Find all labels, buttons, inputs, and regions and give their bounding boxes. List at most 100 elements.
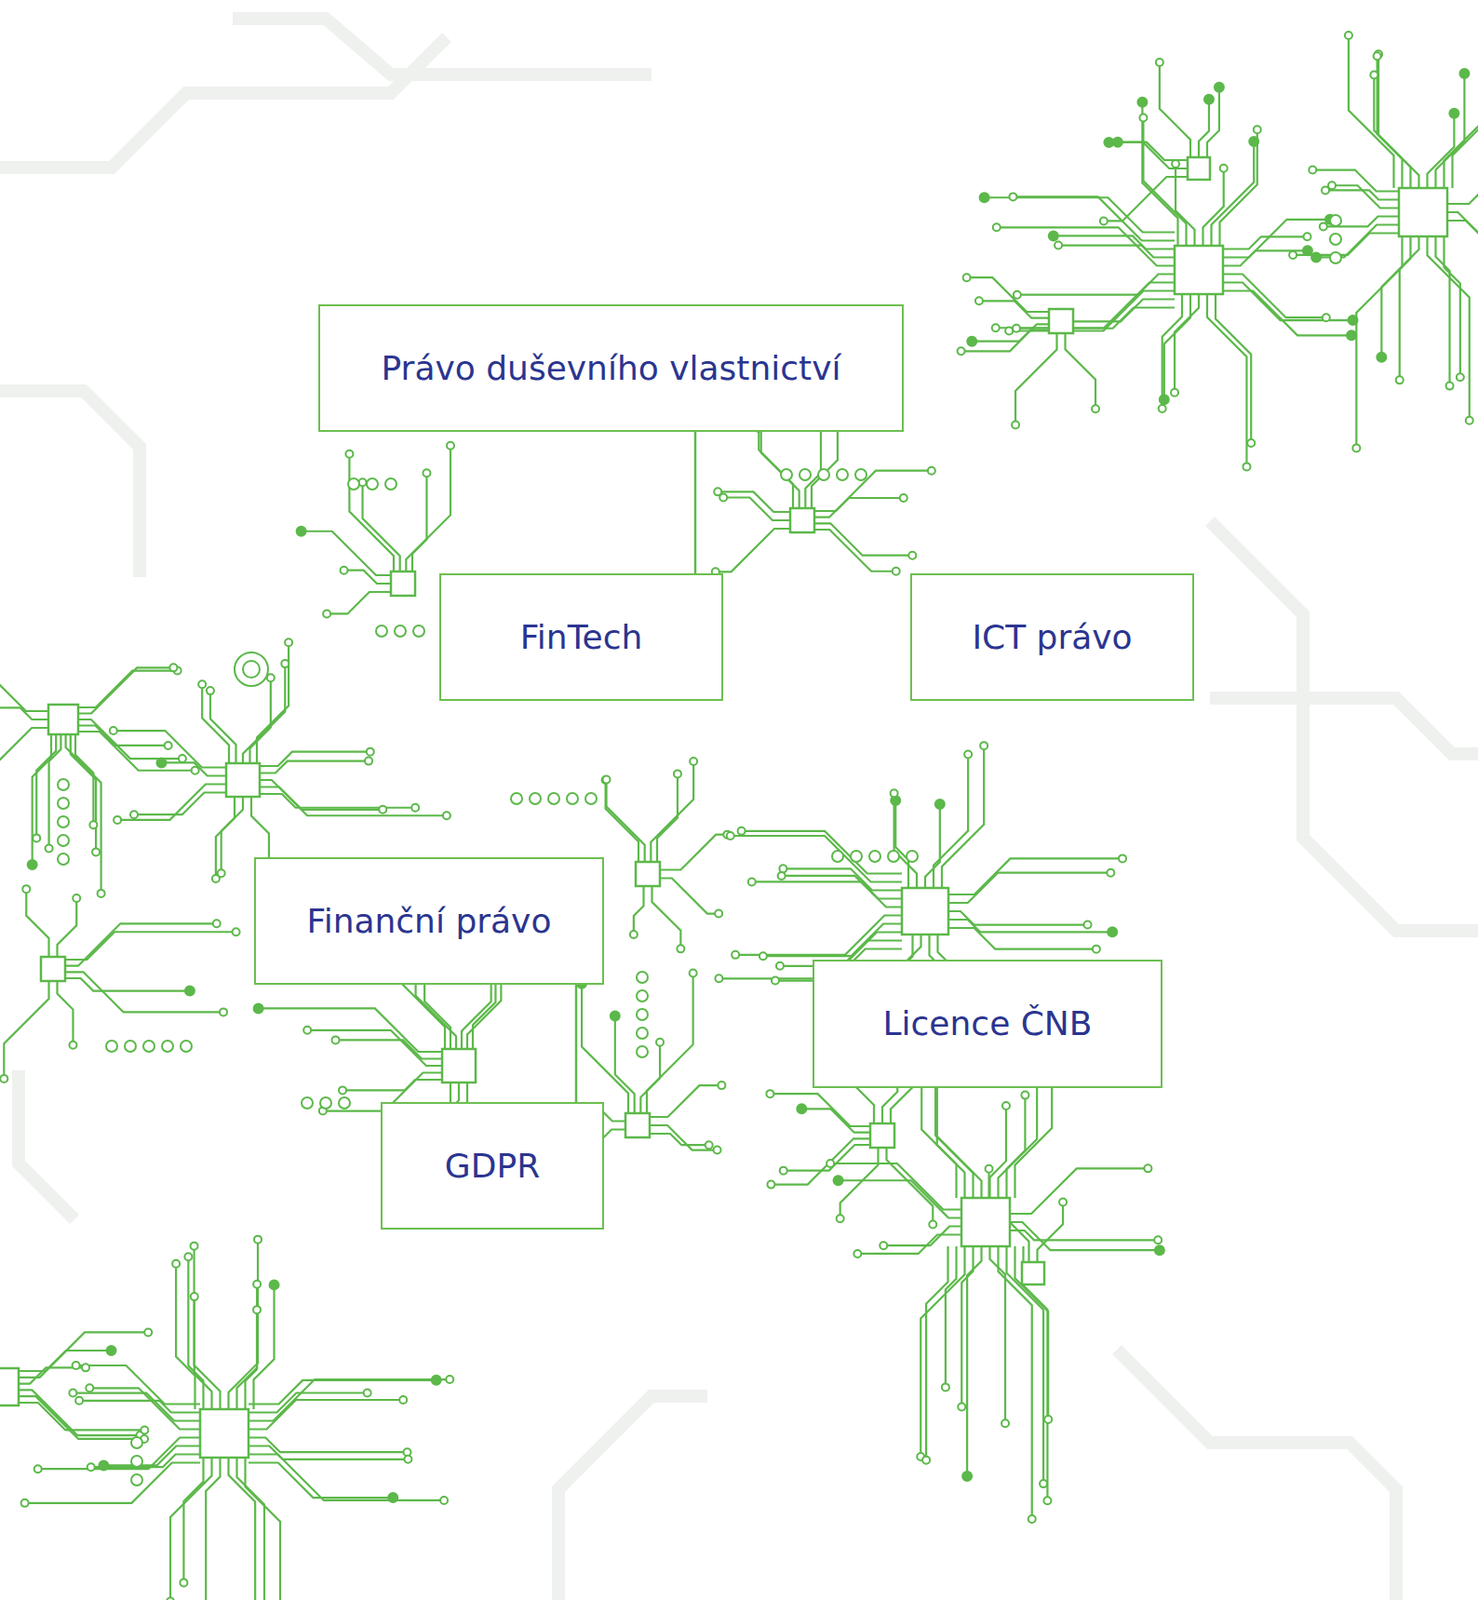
circuit-trace <box>3 980 49 1079</box>
pad-row <box>510 792 523 805</box>
solder-pad <box>726 832 735 840</box>
circuit-trace <box>741 831 902 874</box>
solder-pad <box>766 1181 775 1189</box>
circuit-trace <box>18 1331 148 1377</box>
circuit-trace <box>933 754 968 888</box>
chip-symbol <box>200 1409 249 1458</box>
circuit-trace <box>649 1125 718 1151</box>
solder-pad <box>776 962 784 970</box>
circuit-trace <box>1058 245 1175 258</box>
solder-pad <box>1084 921 1092 929</box>
circuit-trace <box>1220 129 1258 246</box>
solder-pad <box>927 467 936 475</box>
solder-pad <box>1303 245 1313 256</box>
solder-pad <box>713 1146 722 1155</box>
circuit-trace <box>941 745 984 888</box>
solder-pad <box>853 1249 861 1258</box>
solder-pad <box>900 494 908 502</box>
chip-symbol <box>790 508 815 533</box>
solder-pad <box>431 1375 442 1385</box>
solder-pad <box>363 1388 372 1397</box>
circuit-trace <box>1222 282 1354 322</box>
pad-row <box>180 1040 192 1052</box>
solder-pad <box>1396 376 1404 384</box>
solder-pad <box>166 1598 175 1600</box>
solder-pad <box>1220 164 1228 173</box>
circuit-trace <box>194 1246 221 1410</box>
circuit-trace <box>1103 176 1188 221</box>
pad-row <box>780 469 793 481</box>
solder-pad <box>254 1236 262 1244</box>
solder-pad <box>164 741 173 750</box>
solder-pad <box>890 789 899 797</box>
circuit-trace <box>650 761 694 862</box>
solder-pad <box>714 974 723 982</box>
solder-pad <box>1311 252 1321 262</box>
circuit-trace <box>633 886 645 935</box>
topic-box: FinTech <box>439 573 724 701</box>
circuit-traces <box>0 31 1478 1600</box>
solder-pad <box>1012 324 1021 333</box>
circuit-trace <box>251 796 269 862</box>
circuit-trace <box>990 1246 1007 1424</box>
circuit-trace <box>1427 113 1455 189</box>
solder-pad <box>179 1578 188 1586</box>
solder-pad <box>1107 927 1117 937</box>
circuit-trace <box>183 1457 203 1583</box>
solder-pad <box>217 869 226 877</box>
circuit-trace <box>659 834 727 871</box>
topic-label: FinTech <box>520 617 644 658</box>
pad-row <box>320 1097 332 1109</box>
circuit-trace <box>170 1457 212 1600</box>
pad-row <box>348 478 360 490</box>
circuit-trace <box>175 1263 195 1410</box>
solder-pad <box>345 450 353 458</box>
pad-row <box>131 1455 143 1467</box>
circuit-trace <box>66 734 102 894</box>
circuit-trace <box>301 531 391 576</box>
circuit-trace <box>1142 102 1178 246</box>
solder-pad <box>219 1007 228 1016</box>
chip-symbol <box>961 1197 1010 1247</box>
solder-pad <box>22 885 30 893</box>
solder-pad <box>1289 251 1297 259</box>
circuit-trace <box>248 1446 408 1460</box>
solder-pad <box>72 1361 81 1370</box>
circuit-trace <box>215 796 243 879</box>
circuit-trace <box>245 1309 258 1410</box>
solder-pad <box>1028 1515 1036 1523</box>
solder-pad <box>98 1460 108 1470</box>
solder-pad <box>213 919 221 928</box>
topic-box: Právo duševního vlastnictví <box>318 304 904 432</box>
solder-pad <box>796 1103 807 1114</box>
pad-row <box>57 816 69 828</box>
solder-pad <box>602 776 610 784</box>
circuit-trace <box>256 642 289 764</box>
pad-row <box>161 1040 174 1052</box>
background-trace <box>1116 1349 1397 1600</box>
solder-pad <box>422 469 430 477</box>
circuit-trace <box>652 886 682 949</box>
circuit-trace <box>18 1396 145 1439</box>
solder-pad <box>303 1026 311 1035</box>
circuit-trace <box>248 1463 393 1499</box>
solder-pad <box>296 526 307 537</box>
pad-row <box>1330 252 1342 264</box>
circuit-trace <box>1331 185 1399 208</box>
circuit-trace <box>248 1392 368 1412</box>
solder-pad <box>985 1165 994 1173</box>
solder-pad <box>403 1455 412 1464</box>
circuit-trace <box>830 1163 962 1210</box>
solder-pad <box>993 223 1001 231</box>
circuit-trace <box>781 875 902 908</box>
circuit-trace <box>65 971 224 1012</box>
solder-pad <box>713 487 722 496</box>
chip-symbol <box>1398 188 1448 237</box>
pad-row <box>636 1046 648 1058</box>
solder-pad <box>673 769 682 778</box>
solder-pad <box>1376 352 1386 363</box>
chip-symbol <box>40 956 66 981</box>
solder-pad <box>1242 462 1250 471</box>
